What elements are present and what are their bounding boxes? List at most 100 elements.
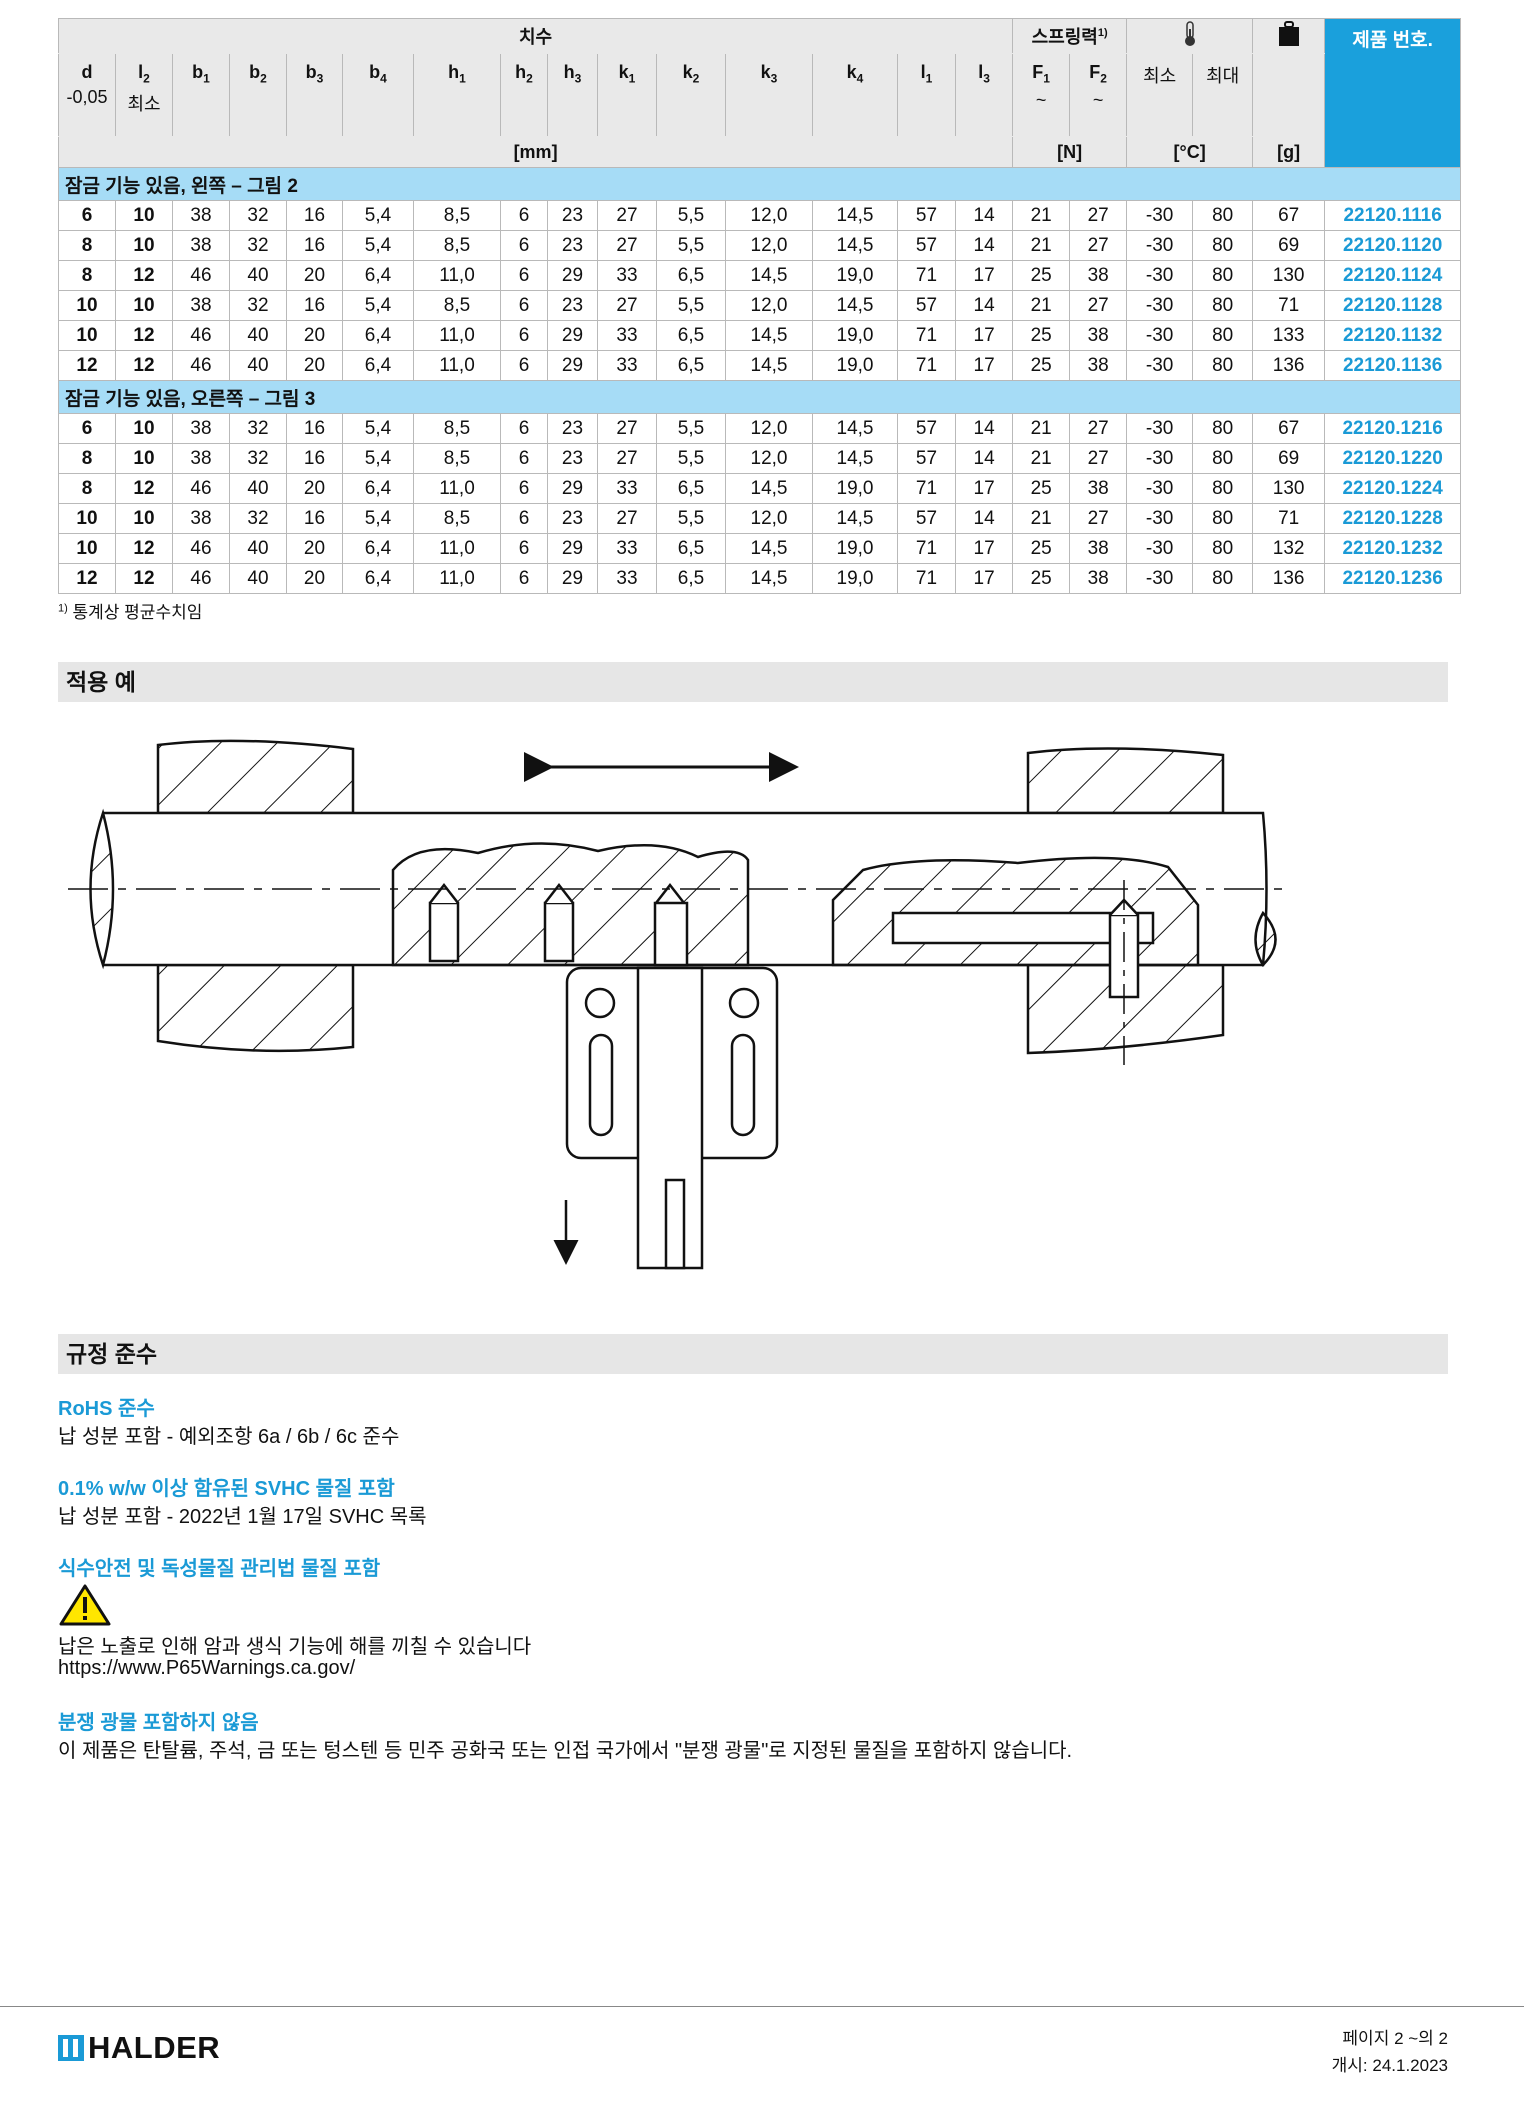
table-cell: 12	[115, 350, 173, 381]
product-number-cell[interactable]: 22120.1124	[1324, 260, 1462, 291]
thermometer-icon	[1184, 20, 1195, 46]
product-number-cell[interactable]: 22120.1216	[1324, 413, 1462, 444]
table-cell: 27	[597, 230, 657, 261]
table-cell: 14	[954, 290, 1014, 321]
table-cell: 80	[1192, 503, 1254, 534]
table-cell: 14,5	[812, 290, 898, 321]
table-cell: 27	[1069, 230, 1128, 261]
svhc-heading: 0.1% w/w 이상 함유된 SVHC 물질 포함	[58, 1478, 395, 1500]
table-cell: 46	[172, 533, 230, 564]
table-cell: 57	[897, 290, 956, 321]
table-cell: 16	[286, 290, 343, 321]
col-l1: l1	[897, 53, 956, 137]
table-cell: 16	[286, 200, 343, 231]
table-cell: 38	[1069, 260, 1128, 291]
prop65-link[interactable]: https://www.P65Warnings.ca.gov/	[58, 1657, 356, 1679]
product-number-cell[interactable]: 22120.1236	[1324, 563, 1462, 594]
table-cell: 19,0	[812, 260, 898, 291]
table-cell: 8,5	[413, 290, 501, 321]
table-cell: 23	[547, 413, 598, 444]
table-cell: -30	[1126, 350, 1194, 381]
table-cell: 5,4	[342, 443, 414, 474]
table-cell: 5,5	[656, 443, 726, 474]
product-number-cell[interactable]: 22120.1120	[1324, 230, 1462, 261]
table-cell: 14,5	[812, 443, 898, 474]
table-cell: 6	[58, 200, 116, 231]
product-number-cell[interactable]: 22120.1220	[1324, 443, 1462, 474]
table-cell: 8,5	[413, 230, 501, 261]
product-number-cell[interactable]: 22120.1132	[1324, 320, 1462, 351]
table-cell: 14,5	[725, 563, 813, 594]
table-cell: 67	[1252, 200, 1326, 231]
table-cell: 12,0	[725, 443, 813, 474]
table-cell: 19,0	[812, 320, 898, 351]
table-cell: 40	[229, 473, 287, 504]
table-cell: 6,4	[342, 563, 414, 594]
table-cell: 6,5	[656, 320, 726, 351]
table-cell: 14	[954, 230, 1014, 261]
table-cell: 33	[597, 260, 657, 291]
table-cell: 25	[1012, 350, 1071, 381]
table-cell: 32	[229, 230, 287, 261]
table-cell: 6,4	[342, 320, 414, 351]
compliance-title: 규정 준수	[58, 1334, 1448, 1374]
table-cell: 38	[172, 413, 230, 444]
table-cell: 46	[172, 473, 230, 504]
table-cell: 32	[229, 503, 287, 534]
table-cell: 10	[115, 200, 173, 231]
table-cell: 33	[597, 473, 657, 504]
table-cell: 80	[1192, 260, 1254, 291]
table-cell: 12	[115, 320, 173, 351]
table-cell: 5,4	[342, 503, 414, 534]
product-number-cell[interactable]: 22120.1228	[1324, 503, 1462, 534]
table-cell: 71	[1252, 503, 1326, 534]
table-cell: 12,0	[725, 290, 813, 321]
table-cell: 12,0	[725, 503, 813, 534]
table-cell: 10	[115, 443, 173, 474]
table-cell: 21	[1012, 413, 1071, 444]
table-cell: 6	[58, 413, 116, 444]
table-cell: 38	[1069, 350, 1128, 381]
table-cell: 133	[1252, 320, 1326, 351]
col-b1: b1	[172, 53, 230, 137]
table-cell: 8	[58, 443, 116, 474]
table-cell: 57	[897, 200, 956, 231]
table-cell: 6,5	[656, 563, 726, 594]
table-cell: 14,5	[812, 200, 898, 231]
table-cell: 14,5	[725, 320, 813, 351]
publish-date: 개시: 24.1.2023	[1331, 2056, 1448, 2075]
product-number-cell[interactable]: 22120.1136	[1324, 350, 1462, 381]
application-title: 적용 예	[58, 662, 1448, 702]
col-h1: h1	[413, 53, 501, 137]
product-number-cell[interactable]: 22120.1116	[1324, 200, 1462, 231]
table-cell: 71	[897, 320, 956, 351]
product-number-cell[interactable]: 22120.1232	[1324, 533, 1462, 564]
table-cell: 12	[115, 473, 173, 504]
table-cell: 16	[286, 230, 343, 261]
table-cell: 71	[897, 563, 956, 594]
table-cell: 27	[1069, 503, 1128, 534]
product-no-header: 제품 번호.	[1324, 18, 1462, 168]
table-cell: 20	[286, 260, 343, 291]
table-cell: 80	[1192, 290, 1254, 321]
table-cell: 23	[547, 443, 598, 474]
table-cell: 46	[172, 563, 230, 594]
product-number-cell[interactable]: 22120.1128	[1324, 290, 1462, 321]
warning-icon	[59, 1584, 111, 1626]
table-cell: 6	[500, 320, 548, 351]
col-k3: k3	[725, 53, 813, 137]
col-d: d-0,05	[58, 53, 116, 137]
table-cell: 10	[115, 503, 173, 534]
col-l3: l3	[954, 53, 1014, 137]
table-cell: 33	[597, 350, 657, 381]
col-weight	[1252, 53, 1326, 137]
table-cell: 27	[1069, 290, 1128, 321]
table-cell: -30	[1126, 533, 1194, 564]
unit-c: [°C]	[1126, 136, 1254, 168]
table-cell: 11,0	[413, 260, 501, 291]
product-number-cell[interactable]: 22120.1224	[1324, 473, 1462, 504]
table-cell: 6	[500, 290, 548, 321]
